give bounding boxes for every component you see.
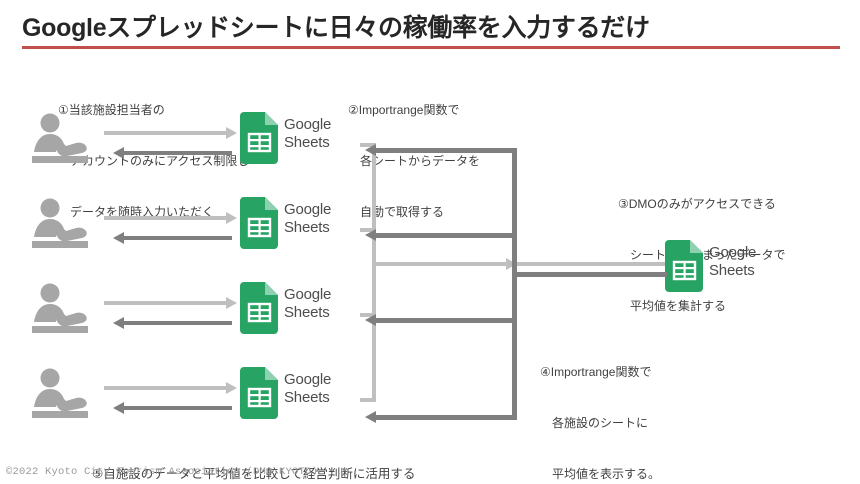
sheets-doc-icon [665,240,703,292]
annotation-2-line-3: 自動で取得する [360,205,445,219]
bus-dark-to-sheet4 [376,415,517,420]
arrowhead-user4-to-sheet4 [226,382,237,394]
facility-user-3-icon [22,282,96,340]
dmo-sheet-logo: Google Sheets [665,240,777,292]
sheets-wordmark-2: Google Sheets [284,201,331,237]
annotation-4-line-2: 各施設のシートに [552,416,649,430]
arrowhead-user3-to-sheet3 [226,297,237,309]
connector-user4-to-sheet4 [104,386,226,390]
bus-light-vertical [372,143,376,402]
annotation-4: ④Importrange関数で 各施設のシートに 平均値を表示する。 [540,330,660,484]
page-title: Googleスプレッドシートに日々の稼働率を入力するだけ [22,14,650,42]
bus-dark-to-sheet2 [376,233,517,238]
arrowhead-dark-to-sheet4 [365,411,376,423]
arrowhead-light-to-dmo [506,258,517,270]
arrowhead-user1-to-sheet1 [226,127,237,139]
sheets-word-bottom: Sheets [284,219,330,236]
sheets-doc-icon [240,282,278,334]
annotation-5-line-1: ⑤自施設のデータと平均値を比較して経営判断に活用する [92,467,416,481]
sheets-doc-icon [240,197,278,249]
connector-user2-to-sheet2 [104,216,226,220]
title-underline [22,46,840,49]
annotation-1-line-3: データを随時入力いただく [70,205,215,219]
annotation-4-line-3: 平均値を表示する。 [552,467,661,481]
arrowhead-sheet4-to-user4 [113,402,124,414]
connector-user1-to-sheet1 [104,131,226,135]
connector-sheet4-to-user4 [124,406,232,410]
facility-sheet-4-logo: Google Sheets [240,367,352,419]
sheets-word-top: Google [284,371,332,388]
sheets-doc-icon [240,112,278,164]
connector-user3-to-sheet3 [104,301,226,305]
facility-user-4-icon [22,367,96,425]
sheets-wordmark-1: Google Sheets [284,116,331,152]
connector-sheet1-to-user1 [124,151,232,155]
arrowhead-dark-to-sheet2 [365,229,376,241]
annotation-4-line-1: ④Importrange関数で [540,365,652,379]
annotation-2-line-1: ②Importrange関数で [348,103,460,117]
sheets-word-bottom: Sheets [284,304,330,321]
bus-dark-vertical [512,148,517,420]
bus-dark-to-sheet1 [376,148,517,153]
sheets-word-bottom: Sheets [709,262,755,279]
sheets-word-top: Google [284,286,332,303]
sheets-word-bottom: Sheets [284,134,330,151]
arrowhead-sheet2-to-user2 [113,232,124,244]
arrowhead-sheet3-to-user3 [113,317,124,329]
facility-sheet-2-logo: Google Sheets [240,197,352,249]
arrowhead-sheet1-to-user1 [113,147,124,159]
sheets-wordmark-dmo: Google Sheets [709,244,756,280]
connector-sheet2-to-user2 [124,236,232,240]
annotation-2: ②Importrange関数で 各シートからデータを 自動で取得する [348,68,480,255]
footer-copyright: ©2022 Kyoto City Tourism Association (DM… [6,466,319,478]
bus-light-to-dmo [372,262,510,266]
annotation-3-line-1: ③DMOのみがアクセスできる [618,197,776,211]
bus-light-stub-row4 [360,398,376,402]
sheets-word-bottom: Sheets [284,389,330,406]
arrowhead-dark-to-sheet3 [365,314,376,326]
sheets-wordmark-3: Google Sheets [284,286,331,322]
annotation-3-line-3: 平均値を集計する [630,299,727,313]
facility-user-2-icon [22,197,96,255]
sheets-word-top: Google [284,201,332,218]
sheets-word-top: Google [284,116,332,133]
arrowhead-dark-to-sheet1 [365,144,376,156]
bus-dark-to-sheet3 [376,318,517,323]
annotation-1-line-1: ①当該施設担当者の [58,103,165,117]
annotation-5: ⑤自施設のデータと平均値を比較して経営判断に活用する [92,432,415,484]
arrowhead-user2-to-sheet2 [226,212,237,224]
bus-dark-from-dmo [512,272,667,277]
facility-sheet-3-logo: Google Sheets [240,282,352,334]
annotation-2-line-2: 各シートからデータを [360,154,481,168]
facility-sheet-1-logo: Google Sheets [240,112,352,164]
facility-user-1-icon [22,112,96,170]
sheets-doc-icon [240,367,278,419]
sheets-word-top: Google [709,244,757,261]
bus-light-to-dmo-tail [517,262,665,266]
connector-sheet3-to-user3 [124,321,232,325]
sheets-wordmark-4: Google Sheets [284,371,331,407]
